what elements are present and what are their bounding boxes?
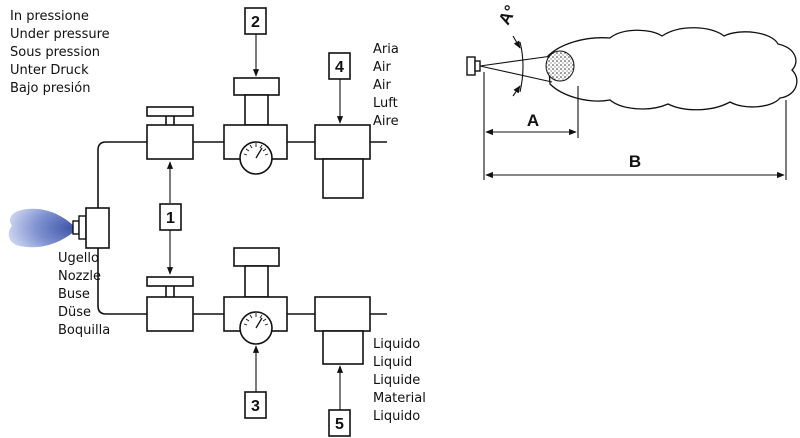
air-filter-body (314, 124, 371, 160)
pressure-label-fr: Sous pression (10, 45, 100, 60)
liquid-gauge-needle (255, 317, 263, 329)
nozzle-label-it: Ugello (58, 251, 99, 266)
pressure-label-en: Under pressure (10, 27, 110, 42)
air-label-fr: Air (373, 78, 392, 93)
liquid-gauge-ticks (243, 313, 269, 326)
pressure-label-it: In pressione (10, 9, 89, 24)
angle-arc (519, 41, 524, 93)
air-filter (314, 124, 371, 199)
pressure-label-group: In pressione Under pressure Sous pressio… (10, 9, 110, 96)
air-filter-bowl (322, 158, 364, 199)
liquid-label-group: Liquido Liquid Liquide Material Liquido (373, 337, 426, 424)
liquid-regulator-stem (244, 265, 269, 298)
air-label-group: Aria Air Air Luft Aire (373, 42, 399, 129)
pressure-label-es: Bajo presión (10, 81, 90, 96)
spray-cloud-left (8, 208, 77, 248)
callout-5: 5 (328, 409, 351, 437)
liquid-label-fr: Liquide (373, 373, 420, 388)
air-pipe (97, 141, 147, 208)
air-regulator (223, 77, 288, 175)
nozzle-label-fr: Buse (58, 287, 90, 302)
air-valve-handle (146, 106, 194, 117)
air-regulator-knob (233, 77, 280, 96)
dim-label-b: B (629, 152, 641, 171)
air-label-it: Aria (373, 42, 399, 57)
nozzle-label-es: Boquilla (58, 323, 110, 338)
nozzle-right-tip (474, 60, 481, 72)
liquid-valve-handle (146, 276, 194, 287)
angle-arrow-top (512, 35, 521, 49)
liquid-filter-bowl (322, 330, 364, 365)
callout-4-label: 4 (335, 59, 344, 76)
droplet-pattern (545, 50, 575, 82)
callout-4: 4 (328, 52, 351, 80)
liquid-regulator-knob (233, 247, 280, 267)
air-valve-body (146, 124, 194, 160)
liquid-valve-body (146, 296, 194, 332)
spray-cloud-outline (547, 27, 798, 111)
liquid-label-it: Liquido (373, 337, 420, 352)
callout-1-label: 1 (166, 210, 175, 227)
nozzle-label-en: Nozzle (58, 269, 101, 284)
air-valve (146, 106, 194, 160)
air-label-de: Luft (373, 96, 398, 111)
nozzle-label-group: Ugello Nozzle Buse Düse Boquilla (58, 251, 110, 338)
liquid-label-de: Material (373, 391, 426, 406)
callout-3: 3 (244, 391, 267, 419)
nozzle-tip-left (72, 220, 80, 235)
callout-2: 2 (244, 7, 267, 35)
air-gauge-needle (255, 147, 263, 159)
callout-3-label: 3 (251, 398, 260, 415)
callout-5-label: 5 (335, 416, 344, 433)
nozzle-right-body (466, 56, 476, 76)
spray-pattern-diagram: A° A B (466, 2, 798, 180)
liquid-label-en: Liquid (373, 355, 412, 370)
air-gauge-ticks (243, 143, 269, 156)
angle-label: A° (495, 2, 521, 28)
callout-1: 1 (159, 203, 182, 231)
air-label-en: Air (373, 60, 392, 75)
air-label-es: Aire (373, 114, 399, 129)
liquid-pipe (97, 248, 147, 315)
pressure-label-de: Unter Druck (10, 63, 89, 78)
callout-2-label: 2 (251, 14, 260, 31)
liquid-label-es: Liquido (373, 409, 420, 424)
air-regulator-stem (244, 94, 269, 126)
dim-label-a: A (527, 111, 539, 130)
nozzle-label-de: Düse (58, 305, 91, 320)
liquid-filter-body (314, 296, 371, 332)
spray-cone (479, 55, 553, 83)
angle-arrow-bottom (512, 85, 521, 97)
liquid-regulator (223, 247, 288, 345)
liquid-filter (314, 296, 371, 365)
nozzle-block (85, 207, 110, 249)
nozzle-body (78, 215, 87, 240)
liquid-valve (146, 276, 194, 332)
